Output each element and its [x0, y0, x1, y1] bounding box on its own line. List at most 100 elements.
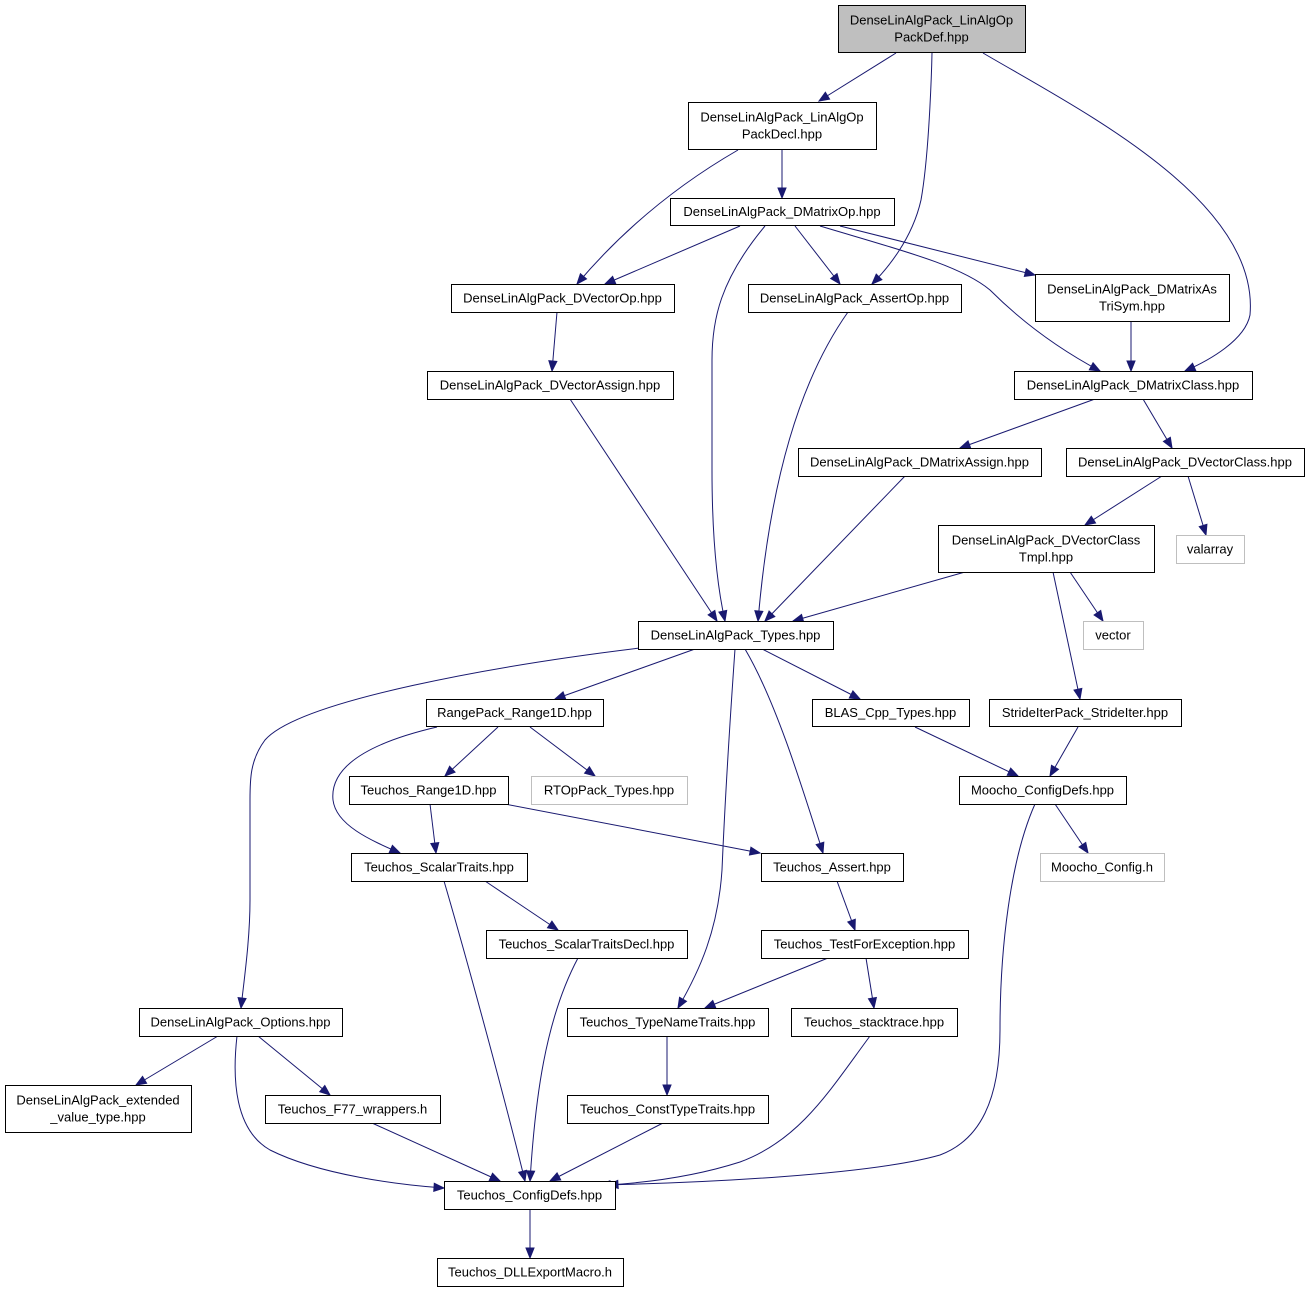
node-dvecassign[interactable]: DenseLinAlgPack_DVectorAssign.hpp [427, 371, 674, 400]
edge-line [914, 726, 1019, 777]
node-box [1066, 448, 1305, 477]
edge-line [529, 957, 579, 1182]
edge-line [484, 880, 559, 931]
node-scalartraits[interactable]: Teuchos_ScalarTraits.hpp [351, 853, 528, 882]
edge-dvecassign-to-types [569, 398, 718, 623]
node-rtop[interactable]: RTOpPack_Types.hpp [531, 776, 688, 805]
edge-line [677, 648, 736, 1009]
node-assertop[interactable]: DenseLinAlgPack_AssertOp.hpp [748, 284, 962, 313]
arrowhead-icon [662, 1084, 672, 1097]
arrowhead-icon [548, 360, 558, 373]
node-typename[interactable]: Teuchos_TypeNameTraits.hpp [567, 1008, 769, 1037]
arrowhead-icon [603, 275, 617, 285]
arrowhead-icon [444, 765, 456, 777]
edge-dmatclass-to-dvecclass [1142, 398, 1173, 450]
node-dmatop[interactable]: DenseLinAlgPack_DMatrixOp.hpp [670, 198, 895, 226]
node-label: DenseLinAlgPack_AssertOp.hpp [760, 291, 949, 306]
node-moochocfg[interactable]: Moocho_ConfigDefs.hpp [959, 776, 1127, 805]
edge-line [764, 475, 906, 622]
node-dllexport[interactable]: Teuchos_DLLExportMacro.h [437, 1258, 624, 1287]
node-box [670, 198, 895, 226]
edge-typename-to-consttype [662, 1036, 672, 1097]
edges-layer [134, 52, 1251, 1260]
arrowhead-icon [1162, 436, 1173, 450]
node-range1d[interactable]: RangePack_Range1D.hpp [426, 699, 604, 727]
node-stacktrace[interactable]: Teuchos_stacktrace.hpp [791, 1008, 958, 1037]
edge-line [871, 52, 933, 285]
node-extval[interactable]: DenseLinAlgPack_extended_value_type.hpp [5, 1085, 192, 1133]
edge-line [818, 52, 897, 102]
node-box [748, 284, 962, 313]
node-dmatclass[interactable]: DenseLinAlgPack_DMatrixClass.hpp [1014, 371, 1253, 400]
node-types[interactable]: DenseLinAlgPack_Types.hpp [638, 621, 834, 650]
node-box [1014, 371, 1253, 400]
edge-line [569, 398, 718, 622]
arrowhead-icon [1023, 267, 1037, 278]
node-label: Tmpl.hpp [1019, 550, 1073, 565]
node-strideiter[interactable]: StrideIterPack_StrideIter.hpp [989, 699, 1182, 727]
edge-range1d-to-rtop [529, 726, 597, 777]
node-box [531, 776, 688, 805]
edge-root-to-assertop [871, 52, 933, 285]
arrowhead-icon [829, 272, 841, 286]
edge-line [792, 571, 966, 622]
node-label: RangePack_Range1D.hpp [437, 705, 592, 720]
edge-root-to-dmatclass [982, 52, 1251, 372]
node-options[interactable]: DenseLinAlgPack_Options.hpp [139, 1008, 343, 1037]
node-box [1176, 535, 1245, 564]
node-valarray[interactable]: valarray [1176, 535, 1245, 564]
arrowhead-icon [1088, 361, 1102, 372]
node-dmatassign[interactable]: DenseLinAlgPack_DMatrixAssign.hpp [798, 448, 1042, 477]
arrowhead-icon [525, 1170, 536, 1183]
edge-line [1052, 571, 1081, 700]
edge-dvecclasstmpl-to-types [791, 571, 966, 623]
node-label: DenseLinAlgPack_DVectorOp.hpp [463, 291, 662, 306]
edge-line [504, 803, 761, 854]
arrowhead-icon [525, 1247, 535, 1260]
edge-dvecop-to-dvecassign [548, 311, 558, 373]
edge-types-to-blas [761, 648, 862, 700]
node-teuchosrange[interactable]: Teuchos_Range1D.hpp [349, 776, 509, 805]
edge-range1d-to-scalartraits [332, 726, 438, 854]
arrowhead-icon [871, 273, 883, 285]
node-f77[interactable]: Teuchos_F77_wrappers.h [265, 1095, 441, 1124]
node-label: Moocho_Config.h [1051, 860, 1153, 875]
node-box [567, 1008, 769, 1037]
node-consttype[interactable]: Teuchos_ConstTypeTraits.hpp [567, 1095, 769, 1124]
node-label: DenseLinAlgPack_DMatrixAssign.hpp [810, 455, 1029, 470]
node-moochoconfig[interactable]: Moocho_Config.h [1040, 853, 1165, 882]
arrowhead-icon [754, 610, 764, 623]
edge-teuchoscfg-to-dllexport [525, 1209, 535, 1260]
arrowhead-icon [677, 996, 688, 1010]
node-dvecop[interactable]: DenseLinAlgPack_DVectorOp.hpp [451, 284, 675, 313]
node-blas[interactable]: BLAS_Cpp_Types.hpp [812, 699, 970, 727]
node-box [688, 102, 877, 150]
edge-decl-to-dmatop [777, 150, 787, 200]
edge-line [332, 726, 438, 854]
node-testexc[interactable]: Teuchos_TestForException.hpp [761, 930, 969, 959]
node-box [444, 1181, 616, 1210]
edge-dmatop-to-dmatclass [819, 225, 1102, 372]
node-teuchoscfg[interactable]: Teuchos_ConfigDefs.hpp [444, 1181, 616, 1210]
node-label: Teuchos_Range1D.hpp [361, 783, 497, 798]
edge-assertop-to-types [754, 311, 849, 623]
node-box [761, 853, 904, 882]
node-label: Teuchos_ScalarTraitsDecl.hpp [499, 937, 675, 952]
arrowhead-icon [548, 1171, 562, 1182]
edge-line [444, 726, 499, 777]
node-dvecclass[interactable]: DenseLinAlgPack_DVectorClass.hpp [1066, 448, 1305, 477]
node-label: Teuchos_F77_wrappers.h [278, 1102, 428, 1117]
edge-dmatclass-to-dmatassign [958, 398, 1096, 449]
node-scalardecl[interactable]: Teuchos_ScalarTraitsDecl.hpp [486, 930, 688, 959]
edge-testexc-to-stacktrace [865, 957, 878, 1010]
node-tassert[interactable]: Teuchos_Assert.hpp [761, 853, 904, 882]
edge-line [371, 1122, 501, 1182]
node-vector[interactable]: vector [1083, 621, 1144, 650]
arrowhead-icon [430, 842, 440, 855]
node-box [427, 371, 674, 400]
arrowhead-icon [817, 91, 831, 102]
